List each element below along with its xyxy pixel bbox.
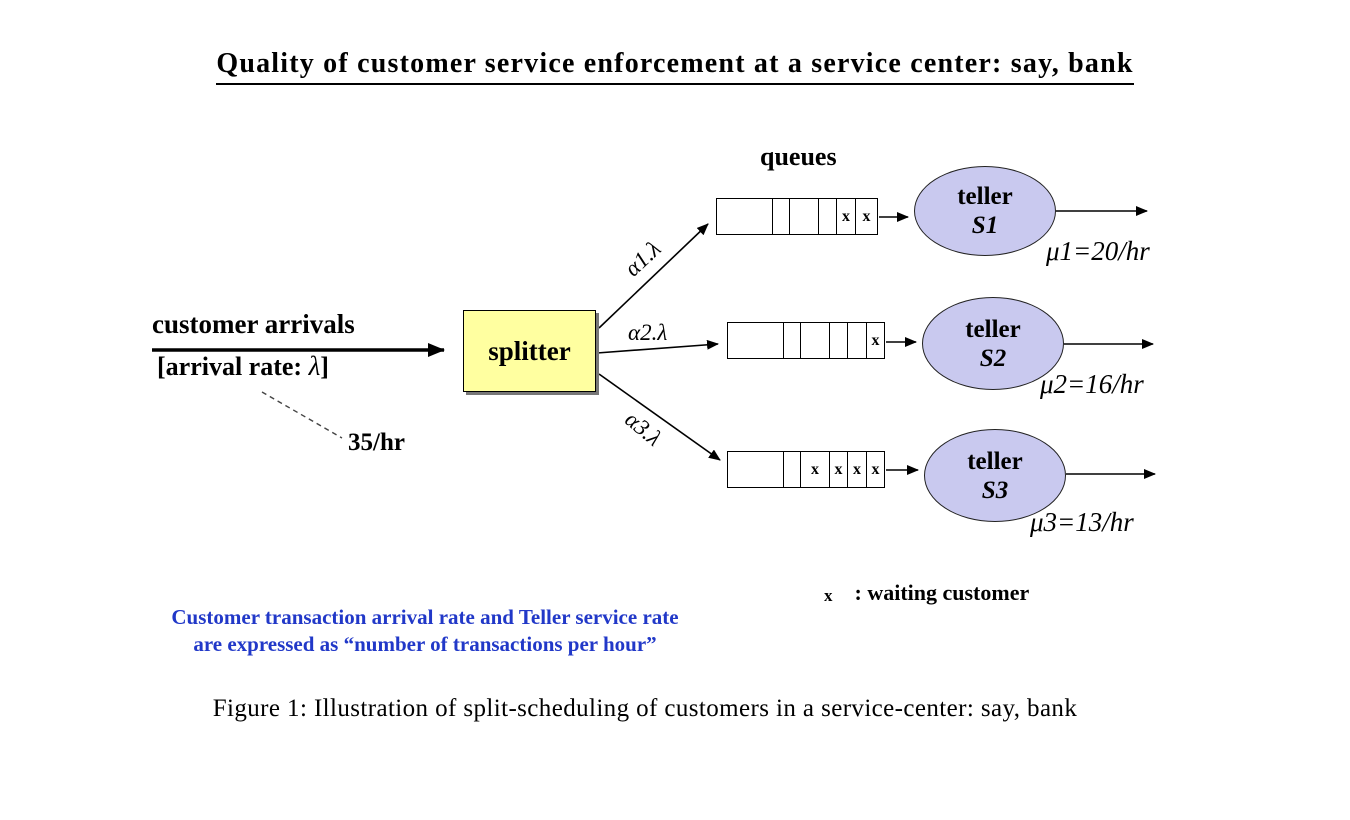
branch-label-alpha2: α2.λ [628,320,668,345]
legend-text: : waiting customer [854,580,1030,605]
teller-ellipse-s3: teller S3 [924,429,1066,522]
queue-cell [717,199,772,234]
teller-label: teller [957,183,1013,210]
arrival-rate-label: [arrival rate: λ] [157,351,329,382]
note-line-2: are expressed as “number of transactions… [193,631,657,656]
arrival-rate-value: 35/hr [348,429,405,456]
rates-note: Customer transaction arrival rate and Te… [95,604,755,657]
queue-cell-waiting: x [829,452,847,487]
arrow-splitter-to-queue1 [598,223,709,329]
queue-cell-waiting: x [866,452,884,487]
legend: x : waiting customer [824,580,1029,606]
teller-id: S1 [971,212,999,239]
queue-cell [728,452,783,487]
queue-cell [783,323,800,358]
queue-cell [800,323,829,358]
service-rate-s1: μ1=20/hr [1046,236,1150,266]
queue-3: x x x x [727,451,885,488]
queue-cell-waiting: x [855,199,877,234]
queue-cell [772,199,789,234]
lambda-symbol: λ [308,351,321,381]
title-row: Quality of customer service enforcement … [0,48,1350,85]
note-line-1: Customer transaction arrival rate and Te… [171,605,679,629]
arrival-rate-suffix: ] [320,352,329,381]
queue-cell-waiting: x [866,323,884,358]
queue-cell [783,452,800,487]
customer-arrivals-label: customer arrivals [152,309,355,339]
teller-ellipse-s1: teller S1 [914,166,1056,256]
splitter-box: splitter [463,310,596,392]
figure-caption: Figure 1: Illustration of split-scheduli… [212,695,1078,722]
teller-label: teller [967,447,1023,475]
teller-ellipse-s2: teller S2 [922,297,1064,390]
arrow-splitter-to-queue2 [596,339,719,354]
teller-id: S2 [979,344,1007,372]
queue-cell [829,323,847,358]
arrow-splitter-to-queue3 [598,373,721,461]
service-rate-s2: μ2=16/hr [1040,369,1144,399]
queue-cell [789,199,818,234]
queue-cell-waiting: x [836,199,855,234]
queue-cell-waiting: x [800,452,829,487]
teller-id: S3 [981,476,1009,504]
legend-symbol: x [824,586,833,605]
queue-cell-waiting: x [847,452,866,487]
splitter-label: splitter [488,335,571,366]
teller-label: teller [965,315,1021,343]
queue-1: x x [716,198,878,235]
queue-cell [818,199,836,234]
queue-2: x [727,322,885,359]
queue-cell [728,323,783,358]
dashed-callout-line [261,391,343,439]
arrival-rate-prefix: [arrival rate: [157,352,309,381]
service-rate-s3: μ3=13/hr [1030,507,1134,537]
queues-label: queues [760,142,837,171]
queue-cell [847,323,866,358]
page-title: Quality of customer service enforcement … [216,48,1134,85]
